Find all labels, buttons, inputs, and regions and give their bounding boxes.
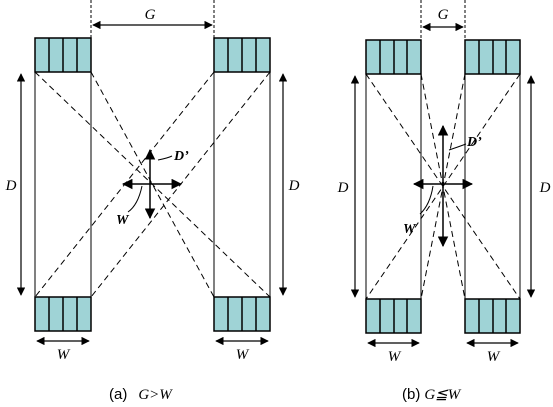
width-label-right: W: [236, 347, 250, 363]
left-lane: [365, 73, 422, 300]
diagonal-line: [365, 73, 521, 300]
caption-b: (b)G≦W: [402, 386, 462, 403]
caption-a: (a) G>W: [109, 386, 173, 403]
left-top-cell-group: [34, 37, 92, 73]
distance-label-right: D: [539, 180, 551, 196]
panel-b: G: [337, 0, 551, 403]
gap-label: G: [438, 7, 449, 23]
distance-label-left: D: [337, 180, 349, 196]
d-prime-leader: [448, 143, 467, 151]
left-bottom-cell-group: [365, 298, 422, 334]
w-label-center: W: [116, 213, 130, 228]
gap-label: G: [145, 7, 156, 23]
d-prime-label: D’: [173, 149, 189, 164]
left-lane: [34, 71, 92, 298]
right-lane: [464, 73, 521, 300]
left-top-cell-group: [365, 39, 422, 75]
right-bottom-cell-group: [213, 296, 271, 332]
w-leader: [127, 185, 143, 213]
right-top-cell-group: [464, 39, 521, 75]
width-label-left: W: [57, 347, 71, 363]
diagonal-line: [365, 73, 521, 300]
panel-a: G: [5, 0, 300, 403]
caption-condition: G>W: [138, 387, 173, 403]
distance-label-right: D: [288, 178, 300, 194]
width-label-right: W: [487, 349, 501, 365]
caption-prefix: (b): [402, 386, 420, 403]
diagonal-line: [90, 71, 215, 298]
right-bottom-cell-group: [464, 298, 521, 334]
d-prime-label: D’: [466, 135, 482, 150]
d-prime-leader: [157, 155, 173, 161]
w-leader: [419, 185, 434, 215]
width-label-left: W: [388, 349, 402, 365]
caption-prefix: (a): [109, 386, 127, 403]
w-label-center: W: [403, 222, 417, 237]
caption-condition: G≦W: [424, 387, 461, 403]
left-bottom-cell-group: [34, 296, 92, 332]
distance-label-left: D: [5, 178, 17, 194]
right-lane: [213, 71, 271, 298]
right-top-cell-group: [213, 37, 271, 73]
